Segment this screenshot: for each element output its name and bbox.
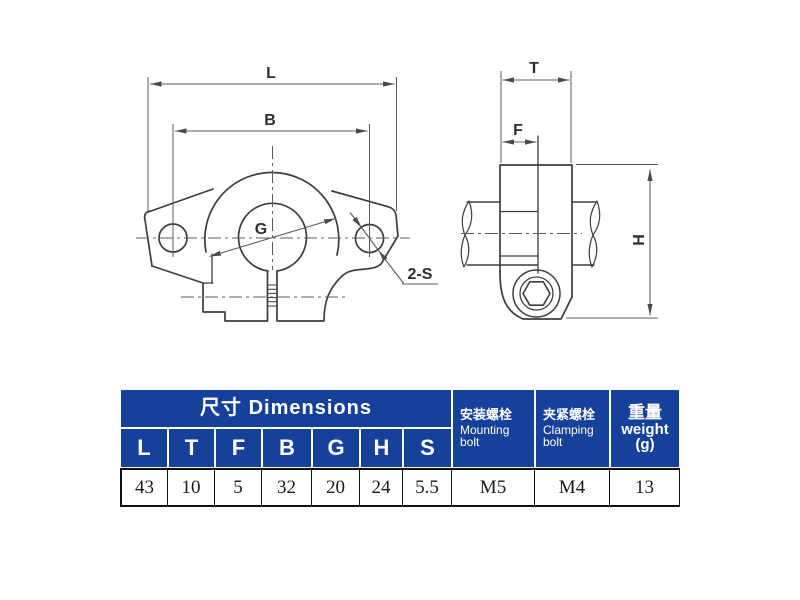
col-header-H: H <box>360 428 403 468</box>
col-header-G: G <box>312 428 360 468</box>
clamping-screw <box>512 269 561 318</box>
dim-label-H: H <box>631 234 648 246</box>
value-F: 5 <box>215 468 262 507</box>
clamp-lug-edge <box>202 253 214 284</box>
col-header-T: T <box>168 428 215 468</box>
leader-2S-chord <box>361 227 379 251</box>
clamping-bolt-zh: 夹紧螺栓 <box>543 407 596 423</box>
clamping-bolt-en2: bolt <box>543 435 563 450</box>
value-L: 43 <box>120 468 168 507</box>
dim-label-L: L <box>266 65 276 82</box>
body-outline <box>499 164 573 298</box>
boss-circle-arc <box>203 171 340 256</box>
bottom-lug-outline <box>499 272 573 320</box>
table-header-mounting-bolt: 安装螺栓 Mounting bolt <box>452 389 535 468</box>
dim-label-B: B <box>264 112 276 129</box>
dimensions-table: 尺寸 Dimensions 安装螺栓 Mounting bolt 夹紧螺栓 Cl… <box>120 389 680 507</box>
dim-label-G: G <box>255 221 267 238</box>
value-T: 10 <box>168 468 215 507</box>
side-view-drawing <box>460 135 601 320</box>
body-internal-lines <box>499 135 539 274</box>
shaft-lines <box>466 201 597 266</box>
front-view-dimension-lines <box>150 81 438 285</box>
leader-2S-lower <box>378 250 405 285</box>
mounting-bolt-en1: Mounting <box>460 422 510 437</box>
side-view-dimension-lines <box>502 77 653 316</box>
dim-label-F: F <box>513 122 523 139</box>
mounting-bolt-en2: bolt <box>460 435 480 450</box>
flange-outline-right <box>276 190 399 322</box>
clamping-bolt-en1: Clamping <box>543 422 594 437</box>
col-header-S: S <box>403 428 452 468</box>
dim-line-G <box>209 217 336 258</box>
value-clamping-bolt: M4 <box>535 468 610 507</box>
dim-label-T: T <box>529 60 539 77</box>
leader-2S-upper <box>349 212 362 228</box>
side-view-extension-lines <box>500 71 658 319</box>
technical-drawing: L B G 2-S <box>136 60 658 322</box>
table-header-clamping-bolt: 夹紧螺栓 Clamping bolt <box>535 389 610 468</box>
value-S: 5.5 <box>403 468 452 507</box>
value-mounting-bolt: M5 <box>452 468 535 507</box>
value-H: 24 <box>360 468 403 507</box>
table-header-weight: 重量 weight (g) <box>610 389 680 468</box>
weight-zh: 重量 <box>628 402 662 422</box>
col-header-F: F <box>215 428 262 468</box>
col-header-B: B <box>262 428 312 468</box>
base-outline <box>151 265 269 322</box>
value-weight: 13 <box>610 468 680 507</box>
hex-socket <box>522 281 551 306</box>
mounting-bolt-zh: 安装螺栓 <box>460 407 513 423</box>
col-header-L: L <box>120 428 168 468</box>
shaft-break-right <box>588 200 601 268</box>
weight-unit: (g) <box>635 436 655 454</box>
weight-en: weight <box>621 420 669 438</box>
table-header-dimensions: 尺寸 Dimensions <box>120 389 452 428</box>
value-B: 32 <box>262 468 312 507</box>
dim-label-2S: 2-S <box>408 266 433 283</box>
front-view-extension-lines <box>147 77 397 257</box>
front-view-drawing <box>143 171 399 322</box>
shaft-break-left <box>460 200 473 268</box>
flange-outline-left <box>143 188 214 267</box>
value-G: 20 <box>312 468 360 507</box>
slit-thread-hatch <box>268 284 277 307</box>
